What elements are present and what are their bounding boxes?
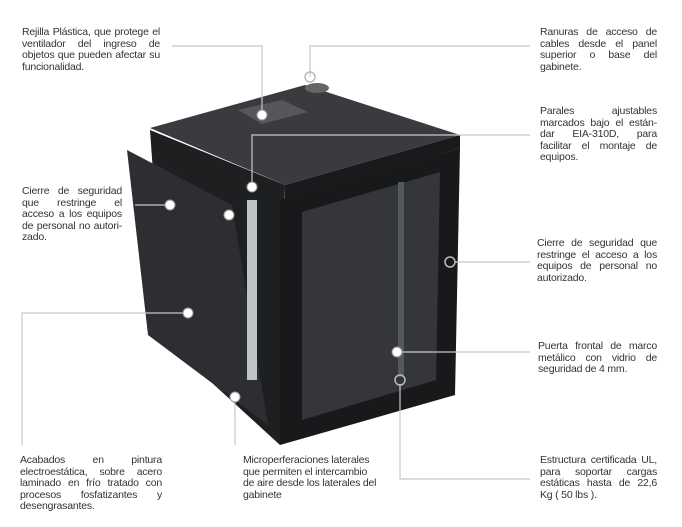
fan-grille xyxy=(238,100,308,124)
top-front-lip xyxy=(285,135,460,200)
rack-rail xyxy=(247,200,257,380)
callout-estructura: Estructura certificada UL, para soportar… xyxy=(540,454,657,501)
leader-lines xyxy=(21,45,530,480)
callout-acabados: Acabados en pintura electroestática, sob… xyxy=(20,454,162,512)
callout-ranuras: Ranuras de acceso de cables desde el pan… xyxy=(540,26,657,73)
callout-microperforaciones: Microperferaciones laterales que permite… xyxy=(243,454,377,501)
front-rail xyxy=(398,182,404,377)
callout-puerta: Puerta frontal de marco metálico con vid… xyxy=(538,340,657,375)
callout-cierre-frontal: Cierre de seguridad que restringe el acc… xyxy=(537,237,657,284)
glass-door xyxy=(302,172,440,420)
callout-markers xyxy=(164,71,456,403)
callout-rejilla: Rejilla Plástica, que protege el ventila… xyxy=(22,26,160,73)
cable-port xyxy=(305,83,329,93)
callout-parales: Parales ajustables marcados bajo el está… xyxy=(540,105,657,163)
callout-cierre-lateral: Cierre de seguridad que restringe el acc… xyxy=(22,185,122,243)
